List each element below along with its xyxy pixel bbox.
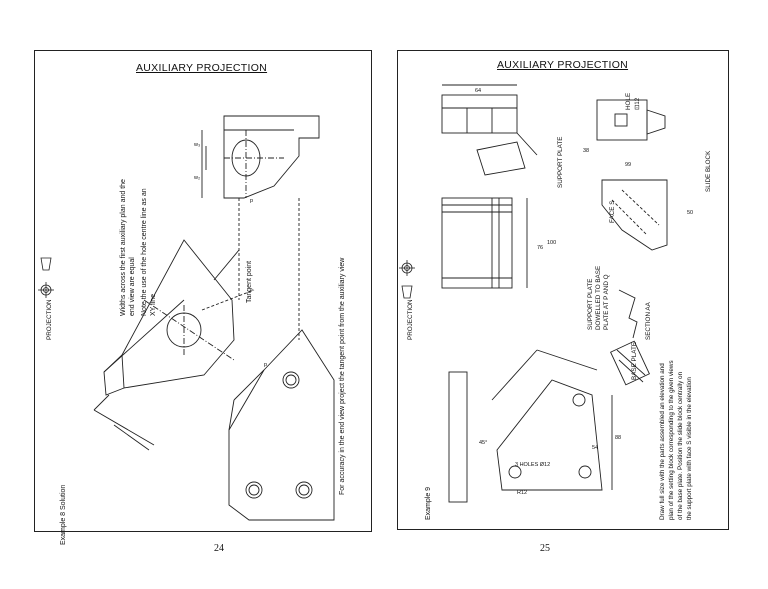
dim-76: 76 bbox=[537, 245, 544, 251]
right-page-number: 25 bbox=[540, 543, 550, 554]
right-page: AUXILIARY PROJECTION PROJECTION bbox=[397, 50, 729, 530]
dim-54: 54 bbox=[592, 445, 599, 451]
right-page-title: AUXILIARY PROJECTION bbox=[497, 59, 629, 71]
dim-88: 88 bbox=[615, 435, 622, 441]
left-note-3: Note the use of the hole centre line as … bbox=[141, 188, 148, 316]
label-w2: w₂ bbox=[194, 175, 201, 181]
instruction-2: plan of the setting block corresponding … bbox=[668, 360, 675, 520]
instruction-3: of the base plate. Position the slide bl… bbox=[677, 371, 684, 520]
label-p-top: p bbox=[250, 198, 254, 204]
support-plate-front bbox=[441, 197, 528, 289]
hole-size: ⊡12 bbox=[634, 97, 641, 110]
left-page-title: AUXILIARY PROJECTION bbox=[136, 62, 268, 74]
holes-label: 3 HOLES Ø12 bbox=[515, 462, 551, 468]
end-view bbox=[201, 115, 320, 340]
dim-64: 64 bbox=[475, 88, 482, 94]
support-plate-label: SUPPORT PLATE bbox=[557, 136, 564, 188]
left-page-border bbox=[34, 50, 372, 532]
instruction-4: the support plate with face S visible in… bbox=[686, 377, 693, 520]
auxiliary-view bbox=[93, 239, 255, 451]
left-note-4: XY line bbox=[150, 293, 157, 316]
accuracy-note: For accuracy in the end view project the… bbox=[339, 257, 346, 495]
right-drawing bbox=[399, 84, 668, 503]
projection-symbol-icon bbox=[38, 257, 54, 298]
slide-block-label: SLIDE BLOCK bbox=[705, 150, 712, 192]
projection-symbol-icon bbox=[399, 260, 415, 299]
left-example-label: Example 8 Solution bbox=[60, 484, 67, 545]
support-note-1: SUPPORT PLATE bbox=[587, 278, 594, 330]
hole-label: HOLE bbox=[625, 92, 632, 110]
dim-45: 45° bbox=[479, 440, 488, 446]
support-note-2: DOWELLED TO BASE bbox=[595, 265, 602, 330]
section-label: SECTION AA bbox=[645, 302, 652, 340]
dim-38: 38 bbox=[583, 148, 590, 154]
dim-100: 100 bbox=[547, 240, 557, 246]
tangent-point-label: Tangent point bbox=[246, 260, 253, 303]
left-page-number: 24 bbox=[214, 543, 224, 554]
dim-50: 50 bbox=[687, 210, 694, 216]
right-example-label: Example 9 bbox=[425, 486, 432, 520]
support-plate-top bbox=[441, 84, 538, 176]
instruction-1: Draw full size with the parts assembled … bbox=[659, 363, 666, 520]
left-page: AUXILIARY PROJECTION PROJECTION bbox=[34, 50, 372, 545]
left-drawing bbox=[38, 115, 335, 521]
slide-block bbox=[596, 99, 668, 251]
first-auxiliary-plan bbox=[228, 329, 335, 521]
dim-r12: R12 bbox=[517, 490, 528, 496]
left-note-1: Widths across the first auxiliary plan a… bbox=[120, 179, 127, 316]
base-plate bbox=[448, 349, 613, 503]
face-label: FACE S bbox=[609, 200, 616, 223]
label-p-bottom: p bbox=[264, 362, 268, 368]
dim-99: 99 bbox=[625, 162, 632, 168]
base-plate-label: BASE PLATE bbox=[631, 341, 638, 380]
support-note-3: PLATE AT P AND Q bbox=[603, 274, 610, 330]
left-note-2: end view are equal bbox=[129, 257, 136, 316]
right-page-border bbox=[397, 50, 729, 530]
section-aa bbox=[610, 289, 650, 386]
label-w3: w₃ bbox=[194, 142, 201, 148]
